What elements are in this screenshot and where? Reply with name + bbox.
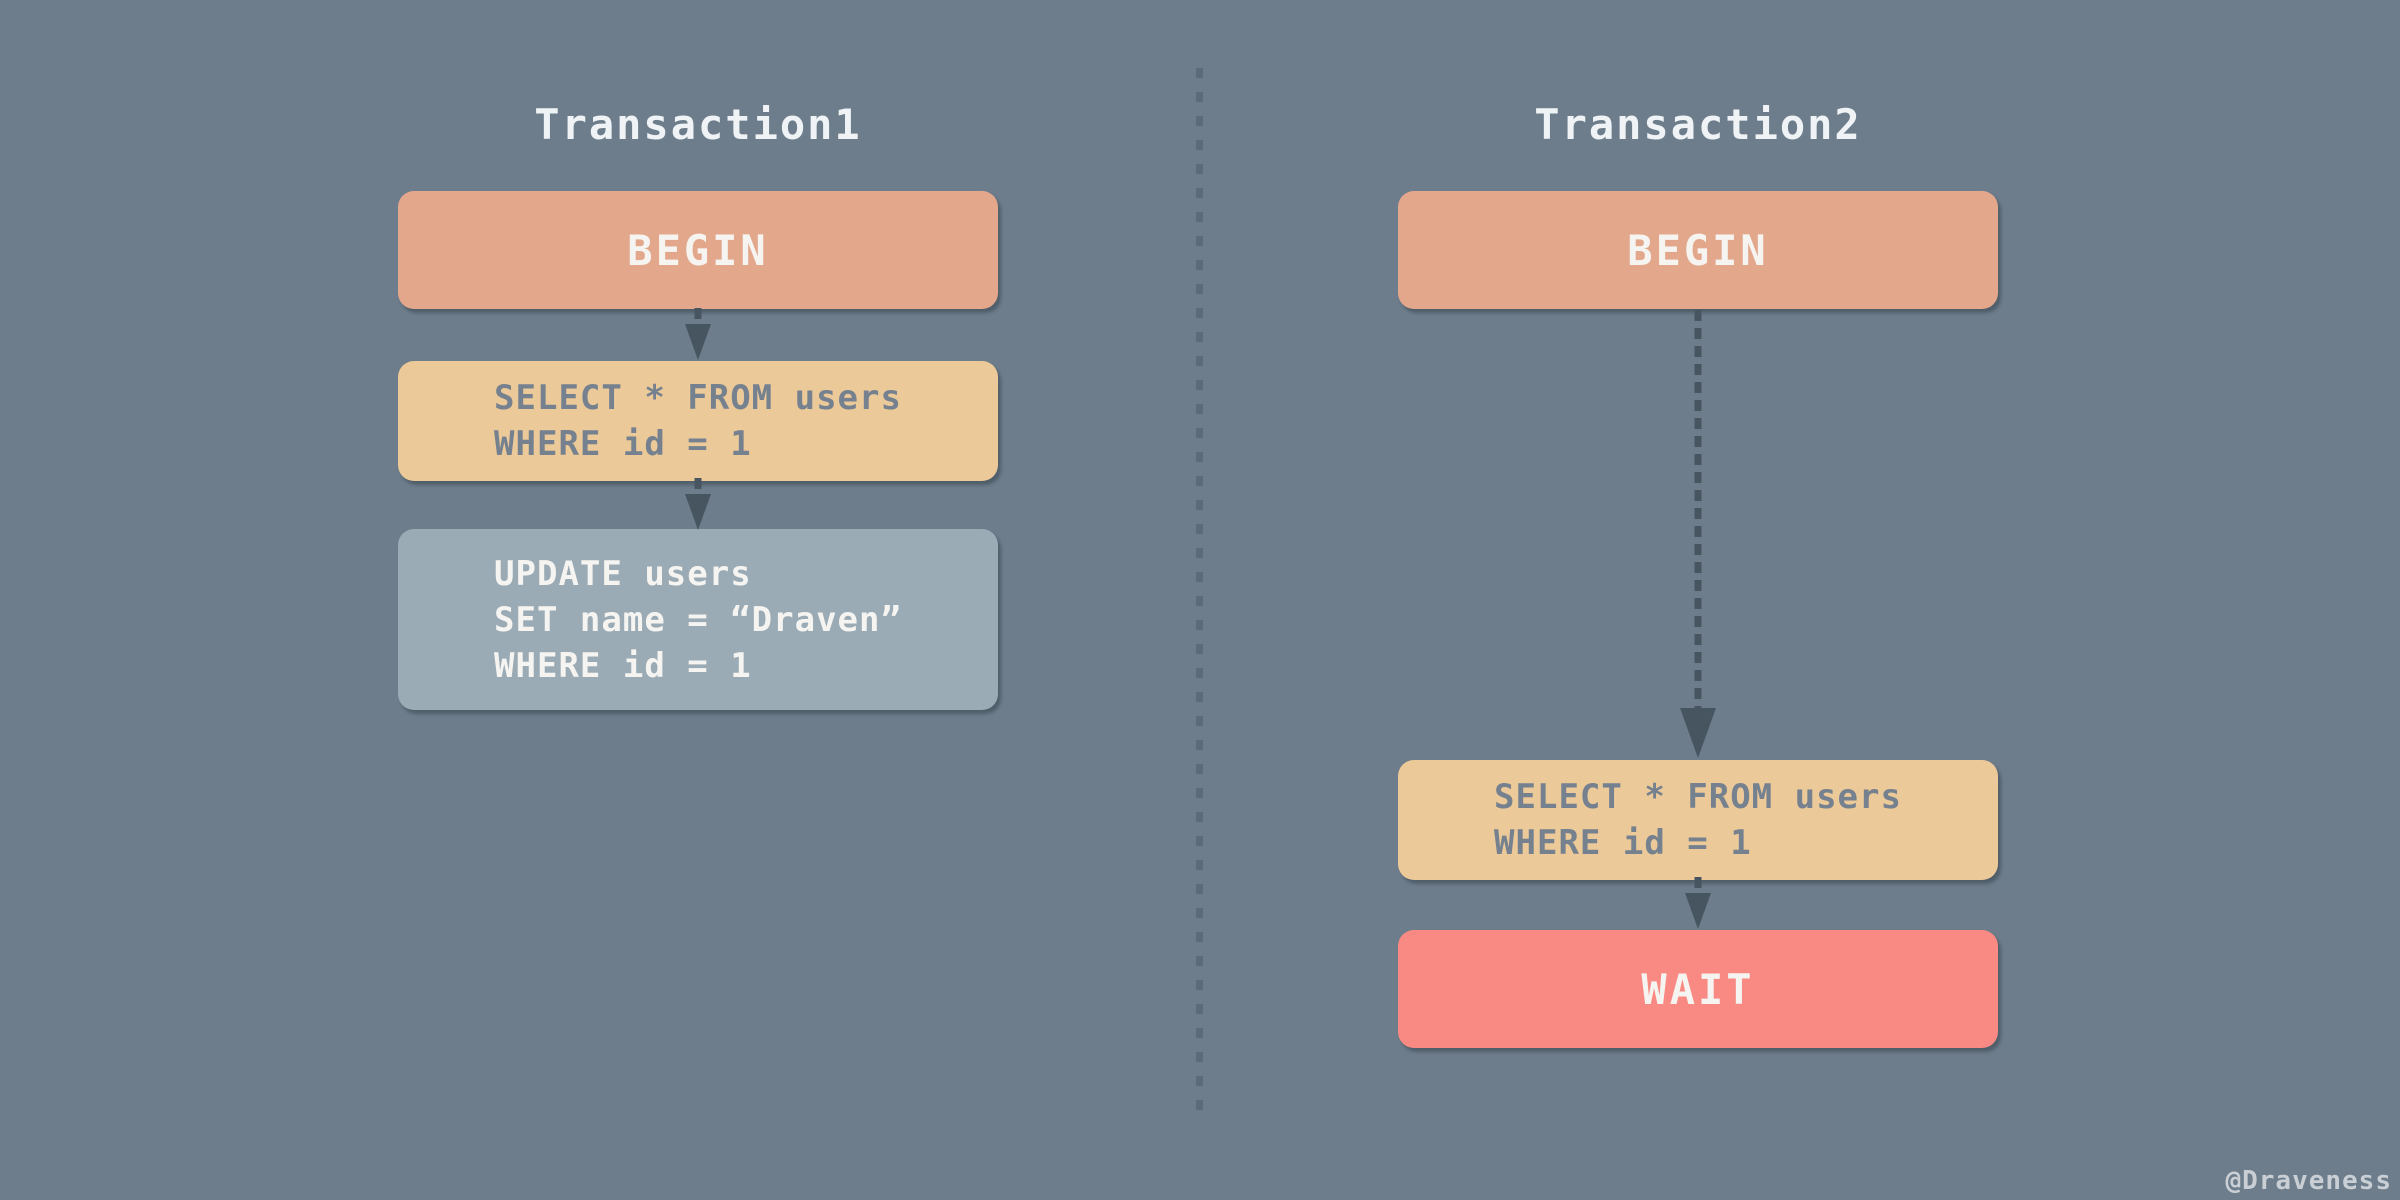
code-line: WHERE id = 1 [1494,823,1752,863]
watermark: @Draveness [2225,1166,2392,1196]
node-update-transaction1: UPDATE users SET name = “Draven” WHERE i… [398,529,998,710]
code-line: WHERE id = 1 [494,424,752,464]
column-title-transaction2: Transaction2 [1534,99,1862,149]
column-divider [1196,68,1203,1115]
code-line: WHERE id = 1 [494,645,752,686]
node-select-transaction2: SELECT * FROM users WHERE id = 1 [1398,760,1998,880]
begin-label: BEGIN [627,225,769,275]
node-select-transaction1: SELECT * FROM users WHERE id = 1 [398,361,998,481]
begin-label: BEGIN [1627,225,1769,275]
arrow-down-icon [668,478,728,532]
arrow-down-icon [668,308,728,362]
select-statement: SELECT * FROM users WHERE id = 1 [494,375,902,467]
code-line: SET name = “Draven” [494,599,902,640]
code-line: SELECT * FROM users [1494,777,1902,817]
code-line: SELECT * FROM users [494,378,902,418]
arrow-down-icon [1668,877,1728,931]
arrow-down-long-icon [1668,310,1728,760]
select-statement: SELECT * FROM users WHERE id = 1 [1494,774,1902,866]
code-line: UPDATE users [494,553,752,594]
node-begin-transaction2: BEGIN [1398,191,1998,309]
node-wait-transaction2: WAIT [1398,930,1998,1048]
update-statement: UPDATE users SET name = “Draven” WHERE i… [494,551,902,689]
node-begin-transaction1: BEGIN [398,191,998,309]
wait-label: WAIT [1641,964,1755,1014]
column-title-transaction1: Transaction1 [534,99,862,149]
